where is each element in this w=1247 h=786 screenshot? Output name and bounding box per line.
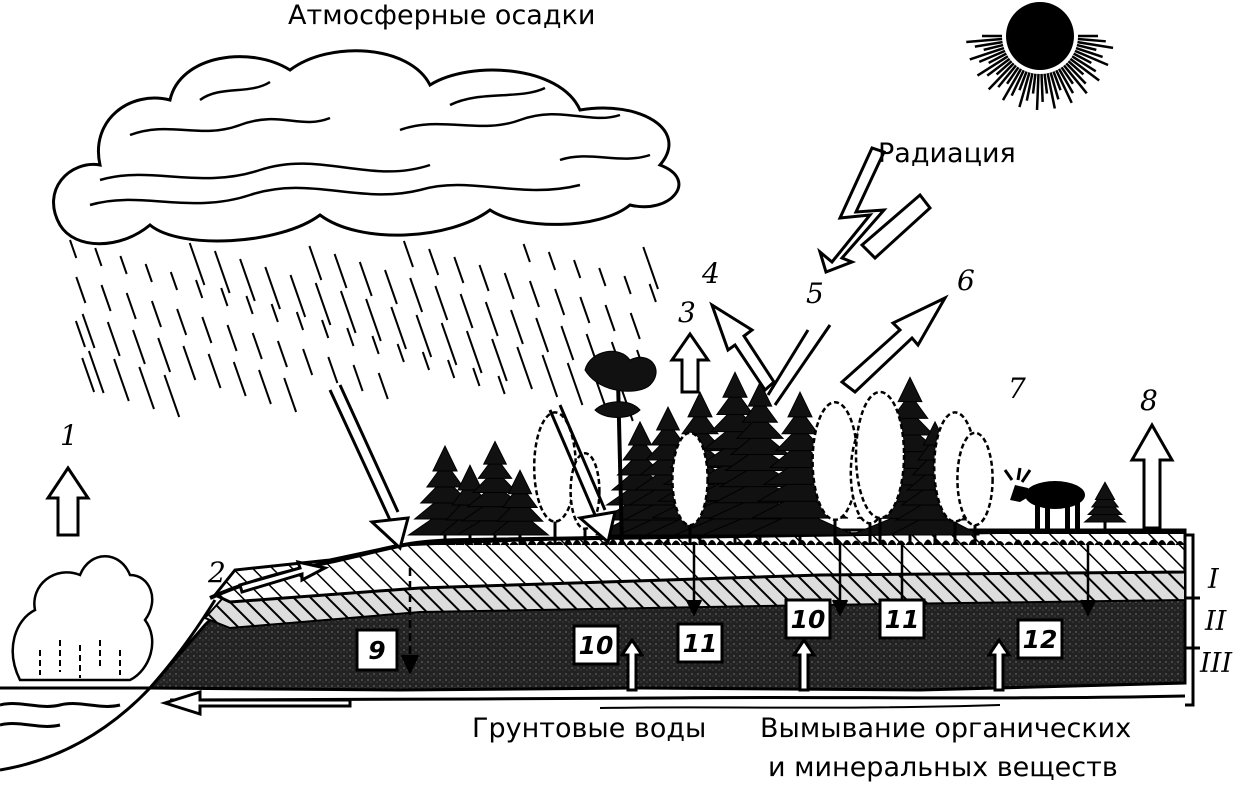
svg-text:9: 9 [368, 636, 385, 665]
box-11-left: 11 [676, 622, 724, 664]
rain-cloud [52, 49, 681, 246]
rain-streaks [69, 239, 659, 422]
leaching-label-line2: и минеральных веществ [768, 752, 1118, 783]
svg-text:11: 11 [885, 605, 920, 634]
svg-text:10: 10 [579, 631, 614, 660]
label-6: 6 [957, 264, 975, 297]
label-1: 1 [60, 419, 78, 452]
box-11-right: 11 [878, 598, 926, 640]
leaching-label-line1: Вымывание органических [760, 713, 1131, 744]
svg-text:10: 10 [791, 605, 826, 634]
label-5: 5 [806, 277, 824, 310]
label-3: 3 [678, 296, 696, 329]
label-2: 2 [207, 556, 226, 589]
reflection-arrow-4 [709, 301, 776, 393]
layer-label-III: III [1199, 648, 1233, 679]
sun-icon [966, 2, 1114, 110]
svg-text:11: 11 [683, 629, 718, 658]
box-12: 12 [1016, 618, 1064, 660]
transpiration-arrow-3 [669, 331, 711, 394]
box-9: 9 [355, 628, 399, 672]
heat-arrow-6 [839, 294, 949, 394]
layer-label-I: I [1207, 564, 1220, 595]
moose-icon [1003, 467, 1085, 532]
radiation-label: Радиация [878, 138, 1016, 169]
absorbed-arrow-5 [766, 324, 832, 406]
svg-text:12: 12 [1023, 625, 1058, 654]
box-10-left: 10 [572, 624, 620, 666]
runoff-arrow-2 [238, 559, 330, 594]
groundwater-outflow-arrow [159, 689, 352, 717]
evaporation-arrow-8 [1129, 421, 1175, 530]
box-10-right: 10 [784, 598, 832, 640]
precipitation-arrows [328, 384, 617, 551]
capillary-rise-arrows [619, 637, 1012, 692]
evaporation-cloud [11, 555, 154, 682]
label-8: 8 [1140, 384, 1158, 417]
groundwater-label: Грунтовые воды [472, 713, 706, 744]
label-7: 7 [1008, 372, 1026, 405]
label-4: 4 [701, 257, 720, 290]
precipitation-label: Атмосферные осадки [288, 0, 595, 31]
layer-bracket [1185, 533, 1200, 707]
layer-label-II: II [1204, 606, 1228, 637]
evaporation-arrow-1 [45, 465, 91, 537]
radiation-arrow [817, 146, 933, 274]
